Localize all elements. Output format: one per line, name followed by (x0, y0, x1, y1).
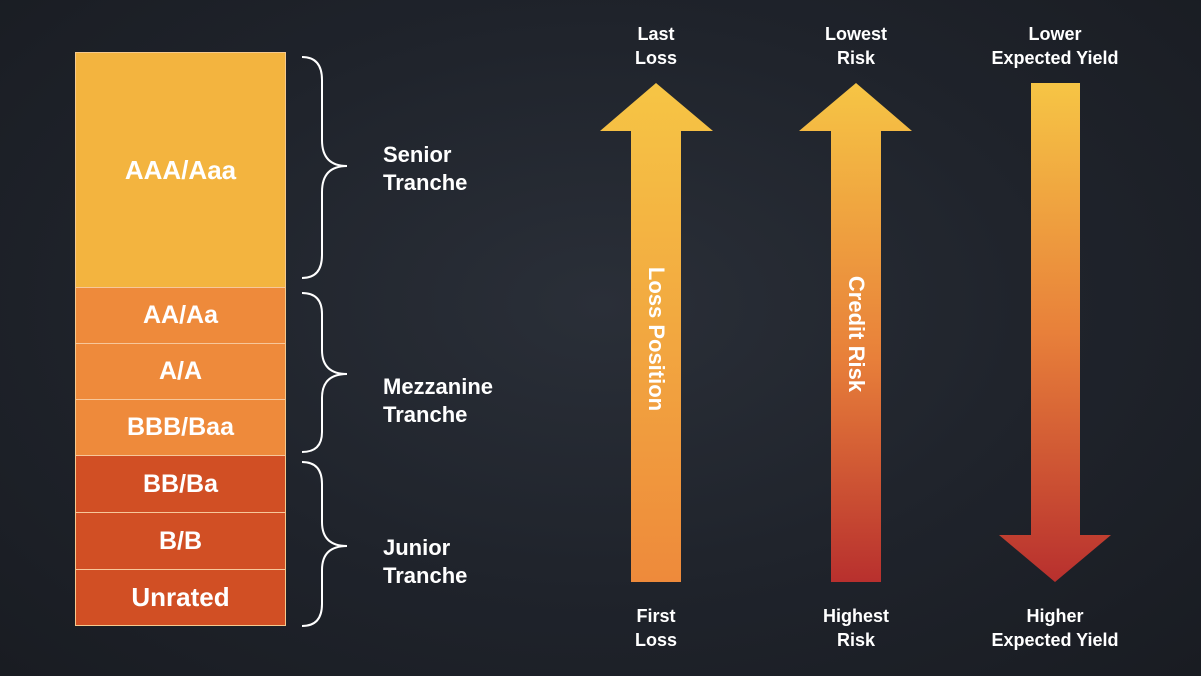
credit-risk-arrow (799, 83, 912, 582)
rating-aa: AA/Aa (76, 287, 285, 343)
rating-bb: BB/Ba (76, 455, 285, 512)
loss-position-arrow (600, 83, 713, 582)
junior-tranche-label: Junior Tranche (383, 535, 468, 588)
expected-yield-arrow (999, 83, 1111, 582)
tranche-stack: AAA/Aaa AA/Aa A/A BBB/Baa BB/Ba B/B Unra… (75, 52, 286, 626)
rating-a: A/A (76, 343, 285, 399)
loss-bottom-label: First Loss (634, 606, 677, 650)
loss-top-label: Last Loss (634, 24, 677, 68)
senior-bracket (301, 56, 348, 279)
yield-bottom-label: Higher Expected Yield (991, 606, 1119, 650)
mezzanine-bracket (301, 292, 348, 453)
risk-top-label: Lowest Risk (824, 24, 887, 68)
credit-risk-caption: Credit Risk (844, 275, 869, 393)
rating-bbb: BBB/Baa (76, 399, 285, 455)
senior-tranche-label: Senior Tranche (383, 142, 468, 195)
mezzanine-tranche-label: Mezzanine Tranche (383, 374, 494, 427)
rating-unrated: Unrated (76, 569, 285, 625)
junior-bracket (301, 461, 348, 627)
rating-b: B/B (76, 512, 285, 569)
risk-bottom-label: Highest Risk (822, 606, 889, 650)
rating-aaa: AAA/Aaa (76, 53, 285, 287)
loss-position-caption: Loss Position (644, 266, 669, 412)
yield-top-label: Lower Expected Yield (991, 24, 1119, 68)
